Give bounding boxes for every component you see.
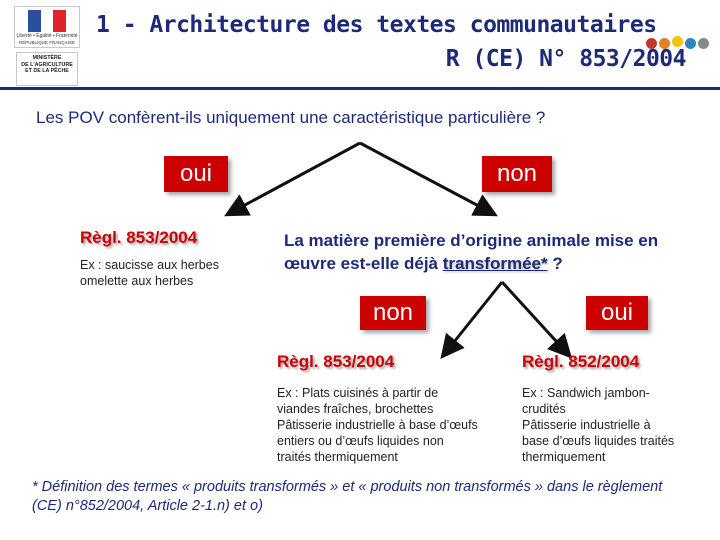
page-title: 1 - Architecture des textes communautair…: [96, 12, 657, 38]
page-subtitle: R (CE) N° 853/2004: [445, 46, 687, 72]
decorative-dots: [640, 36, 720, 56]
examples-853: Ex : Plats cuisinés à partir de viandes …: [277, 386, 478, 464]
arrow-second-non: [440, 281, 504, 360]
rule-853-second: Règl. 853/2004: [277, 352, 395, 371]
rule-853-first: Règl. 853/2004: [80, 228, 198, 247]
dot-2: [659, 38, 670, 49]
flag-motto: Liberté • Égalité • Fraternité: [16, 33, 78, 39]
footnote: * Définition des termes « produits trans…: [32, 479, 663, 514]
main-question: Les POV confèrent-ils uniquement une car…: [36, 108, 546, 127]
arrow-oui: [224, 141, 361, 217]
rule-852: Règl. 852/2004: [522, 352, 640, 371]
answer-oui-1-label: oui: [179, 160, 213, 187]
examples-852: Ex : Sandwich jambon- crudités Pâtisseri…: [522, 386, 675, 464]
tricolor-flag-icon: [28, 10, 67, 32]
answer-non-2: non: [360, 296, 426, 330]
header-divider: [0, 87, 720, 90]
second-question: La matière première d’origine animale mi…: [284, 229, 704, 275]
answer-oui-2-label: oui: [600, 299, 634, 326]
answer-non-2-label: non: [372, 299, 414, 326]
flag-country: RÉPUBLIQUE FRANÇAISE: [18, 40, 75, 45]
answer-oui-1: oui: [164, 156, 228, 192]
arrow-second-oui: [500, 280, 573, 359]
examples-first: Ex : saucisse aux herbes omelette aux he…: [80, 258, 219, 288]
arrow-non: [359, 141, 498, 217]
second-question-text: La matière première d’origine animale mi…: [284, 231, 659, 273]
ministry-name: MINISTÈRE DE L'AGRICULTURE ET DE LA PÊCH…: [16, 52, 78, 86]
dot-1: [646, 38, 657, 49]
dot-4: [685, 38, 696, 49]
republic-flag-logo: Liberté • Égalité • Fraternité RÉPUBLIQU…: [14, 6, 80, 48]
dot-3: [672, 36, 683, 47]
answer-non-1: non: [482, 156, 552, 192]
answer-non-1-label: non: [496, 160, 538, 187]
second-question-end: ?: [547, 254, 563, 273]
ministry-logo: Liberté • Égalité • Fraternité RÉPUBLIQU…: [2, 2, 90, 88]
second-question-term: transformée*: [442, 254, 548, 273]
dot-5: [698, 38, 709, 49]
answer-oui-2: oui: [586, 296, 648, 330]
